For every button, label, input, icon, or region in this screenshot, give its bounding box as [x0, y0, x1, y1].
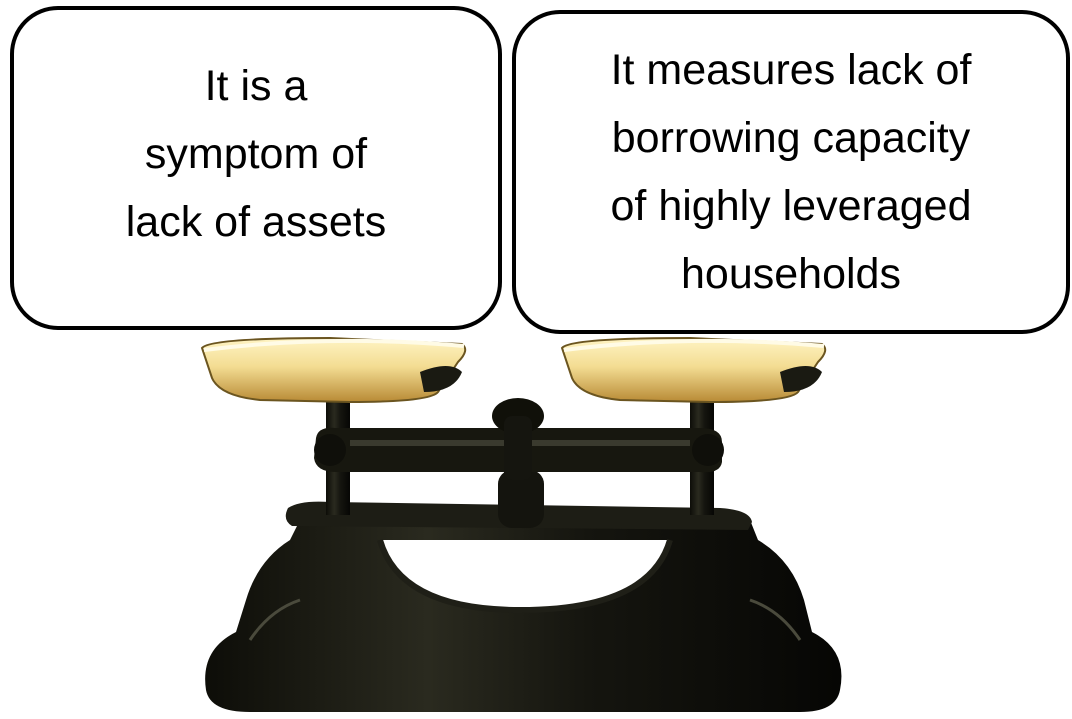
- scale-pan-right-handle: [780, 366, 822, 392]
- scale-center-pivot-post: [504, 416, 532, 480]
- scale-pan-left-handle: [420, 366, 462, 392]
- scale-beam-knob-right: [692, 434, 724, 466]
- scale-beam-knob-left: [314, 434, 346, 466]
